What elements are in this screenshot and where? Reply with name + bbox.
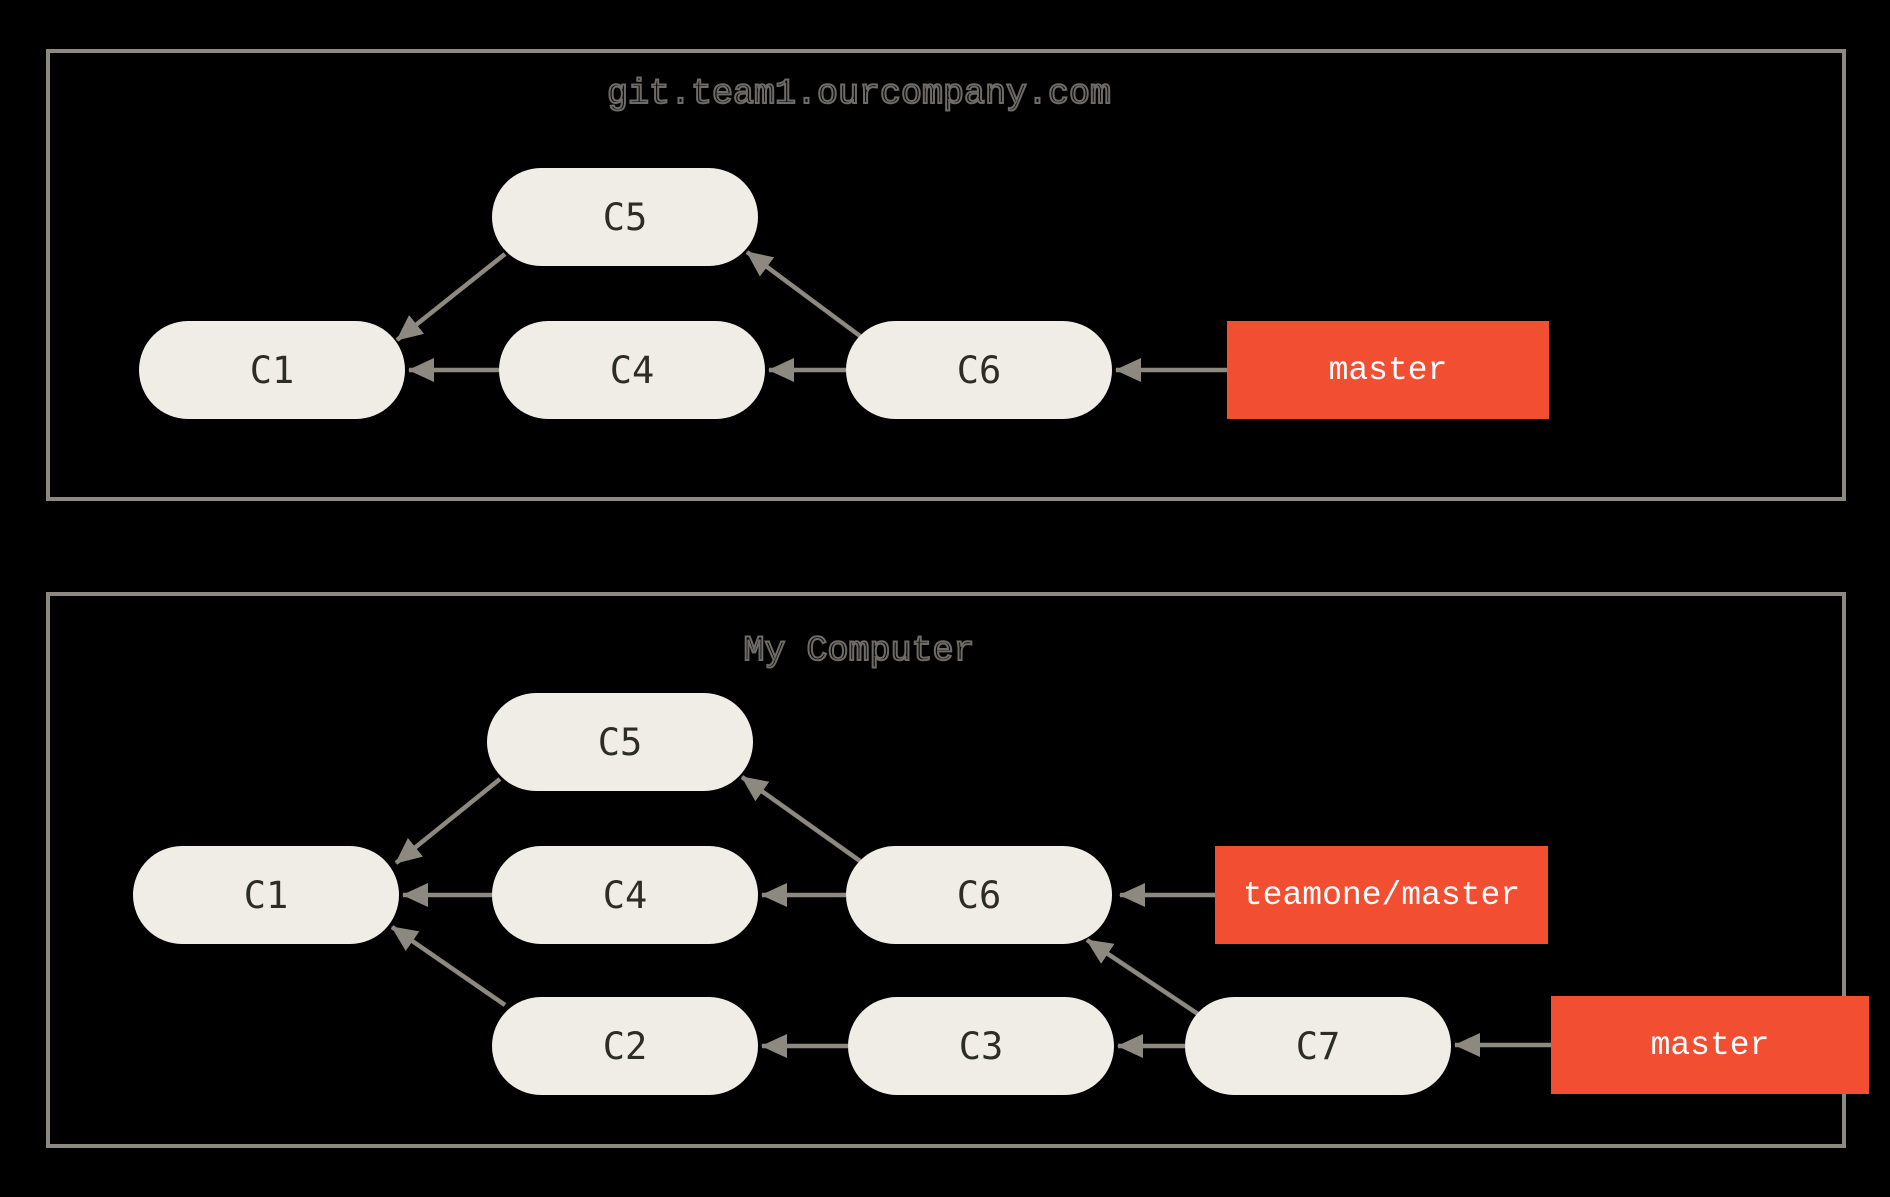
commit-node-r1-c6: C6 bbox=[846, 321, 1112, 419]
commit-node-r2-c5: C5 bbox=[487, 693, 753, 791]
arrow-r2-c6-to-c5 bbox=[740, 775, 862, 863]
arrow-r2-c7-to-c6 bbox=[1085, 938, 1200, 1016]
arrow-r1-c6-to-c5 bbox=[745, 250, 862, 338]
commit-node-r2-c4: C4 bbox=[492, 846, 758, 944]
branch-label-r2-teamone-master: teamone/master bbox=[1215, 846, 1548, 944]
repo-box-my-computer: My Computer bbox=[46, 592, 1846, 1148]
commit-node-r2-c1: C1 bbox=[133, 846, 399, 944]
commit-node-r1-c4: C4 bbox=[499, 321, 765, 419]
repo-title-my-computer: My Computer bbox=[742, 631, 975, 671]
commit-node-r1-c5: C5 bbox=[492, 168, 758, 266]
repo-title-team1-server: git.team1.ourcompany.com bbox=[606, 74, 1112, 114]
arrow-r2-c5-to-c1 bbox=[394, 777, 502, 865]
commit-node-r2-c6: C6 bbox=[846, 846, 1112, 944]
commit-node-r2-c2: C2 bbox=[492, 997, 758, 1095]
arrow-r1-c5-to-c1 bbox=[395, 252, 507, 342]
repo-box-team1-server: git.team1.ourcompany.com bbox=[46, 49, 1846, 501]
commit-node-r2-c7: C7 bbox=[1185, 997, 1451, 1095]
arrow-r2-c2-to-c1 bbox=[390, 925, 507, 1007]
branch-label-r2-master: master bbox=[1551, 996, 1869, 1094]
branch-label-r1-master: master bbox=[1227, 321, 1549, 419]
commit-node-r1-c1: C1 bbox=[139, 321, 405, 419]
commit-node-r2-c3: C3 bbox=[848, 997, 1114, 1095]
